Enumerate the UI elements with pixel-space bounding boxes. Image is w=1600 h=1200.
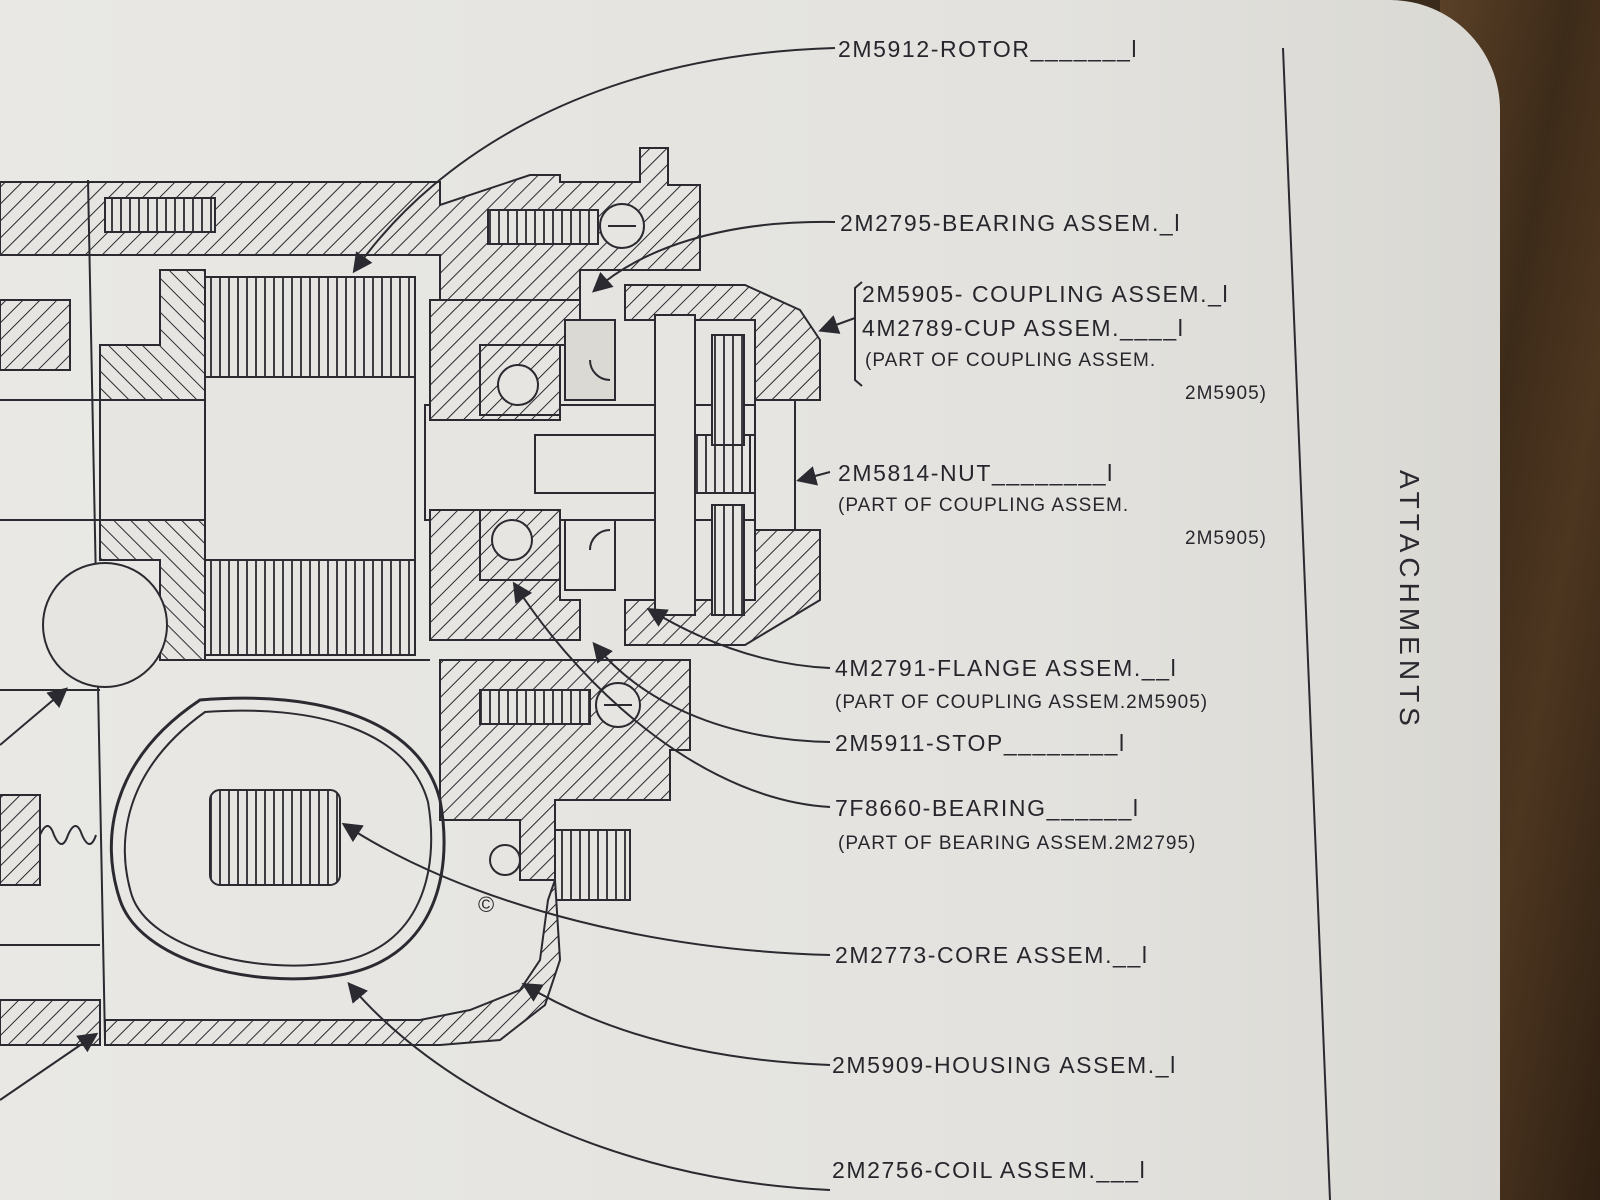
note-flange-part-of: (PART OF COUPLING ASSEM.2M5905) bbox=[835, 692, 1209, 713]
label-core-assem: 2M2773-CORE ASSEM.__l bbox=[835, 942, 1149, 968]
note-bearing-part-of: (PART OF BEARING ASSEM.2M2795) bbox=[838, 833, 1197, 854]
label-bearing: 7F8660-BEARING______l bbox=[835, 795, 1140, 821]
label-rotor: 2M5912-ROTOR_______l bbox=[838, 36, 1139, 62]
label-stop: 2M5911-STOP________l bbox=[835, 730, 1126, 756]
note-cup-ref: 2M5905) bbox=[1185, 383, 1267, 404]
side-title: ATTACHMENTS bbox=[1394, 470, 1425, 731]
note-nut-part-of: (PART OF COUPLING ASSEM. bbox=[838, 495, 1130, 516]
label-coupling-assem: 2M5905- COUPLING ASSEM._l bbox=[862, 281, 1230, 307]
label-flange-assem: 4M2791-FLANGE ASSEM.__l bbox=[835, 655, 1178, 681]
label-housing-assem: 2M5909-HOUSING ASSEM._l bbox=[832, 1052, 1177, 1078]
note-cup-part-of: (PART OF COUPLING ASSEM. bbox=[865, 350, 1157, 371]
label-bearing-assem: 2M2795-BEARING ASSEM._l bbox=[840, 210, 1182, 236]
label-coil-assem: 2M2756-COIL ASSEM.___l bbox=[832, 1157, 1147, 1183]
label-cup-assem: 4M2789-CUP ASSEM.____l bbox=[862, 315, 1185, 341]
svg-text:©: © bbox=[478, 892, 494, 917]
note-nut-ref: 2M5905) bbox=[1185, 528, 1267, 549]
label-nut: 2M5814-NUT________l bbox=[838, 460, 1114, 486]
